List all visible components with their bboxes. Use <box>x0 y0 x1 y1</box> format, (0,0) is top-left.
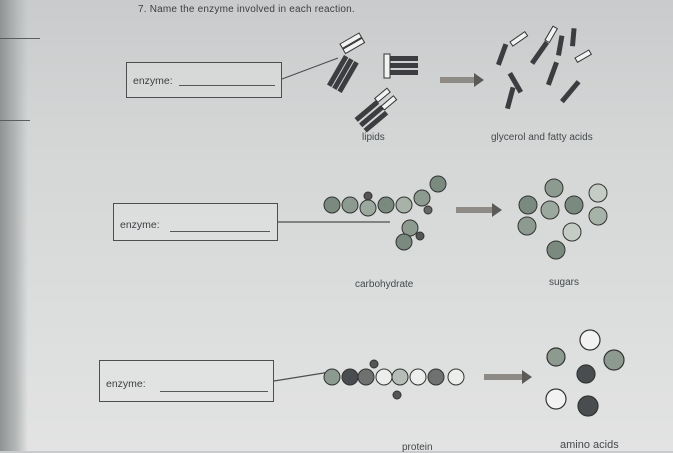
amino-acid-icons <box>545 329 625 417</box>
enzyme-label: enzyme: <box>133 75 173 87</box>
product-caption-protein: amino acids <box>560 439 619 451</box>
reactant-caption-carbohydrate: carbohydrate <box>355 279 414 290</box>
connector-lines <box>273 57 390 382</box>
enzyme-label: enzyme: <box>106 378 146 390</box>
carbohydrate-chain-icon <box>323 175 447 251</box>
enzyme-box-carbohydrate: enzyme: <box>113 203 278 241</box>
enzyme-box-lipids: enzyme: <box>126 62 282 98</box>
reaction-arrow-lipids <box>440 73 484 87</box>
enzyme-label: enzyme: <box>120 219 160 231</box>
lipid-molecule-icon <box>327 32 418 133</box>
enzyme-answer-blank[interactable] <box>179 85 275 86</box>
reactant-caption-protein: protein <box>402 442 433 453</box>
enzyme-answer-blank[interactable] <box>170 231 270 232</box>
margin-line <box>0 120 30 121</box>
reaction-arrow-protein <box>484 370 532 384</box>
enzyme-answer-blank[interactable] <box>160 391 268 392</box>
enzyme-box-protein: enzyme: <box>99 360 274 402</box>
connector-line-protein <box>273 371 331 382</box>
product-caption-carbohydrate: sugars <box>549 277 580 288</box>
product-caption-lipids: glycerol and fatty acids <box>491 132 593 143</box>
reactant-caption-lipids: lipids <box>362 132 385 143</box>
margin-line <box>0 38 40 39</box>
connector-line-lipids <box>281 57 339 80</box>
glycerol-fatty-acid-icons <box>496 25 593 110</box>
page-edge-shadow <box>0 0 28 451</box>
reaction-arrow-carbohydrate <box>456 203 502 217</box>
protein-chain-icon <box>323 359 465 400</box>
question-title: 7. Name the enzyme involved in each reac… <box>138 4 355 15</box>
sugar-molecule-icons <box>517 178 608 260</box>
